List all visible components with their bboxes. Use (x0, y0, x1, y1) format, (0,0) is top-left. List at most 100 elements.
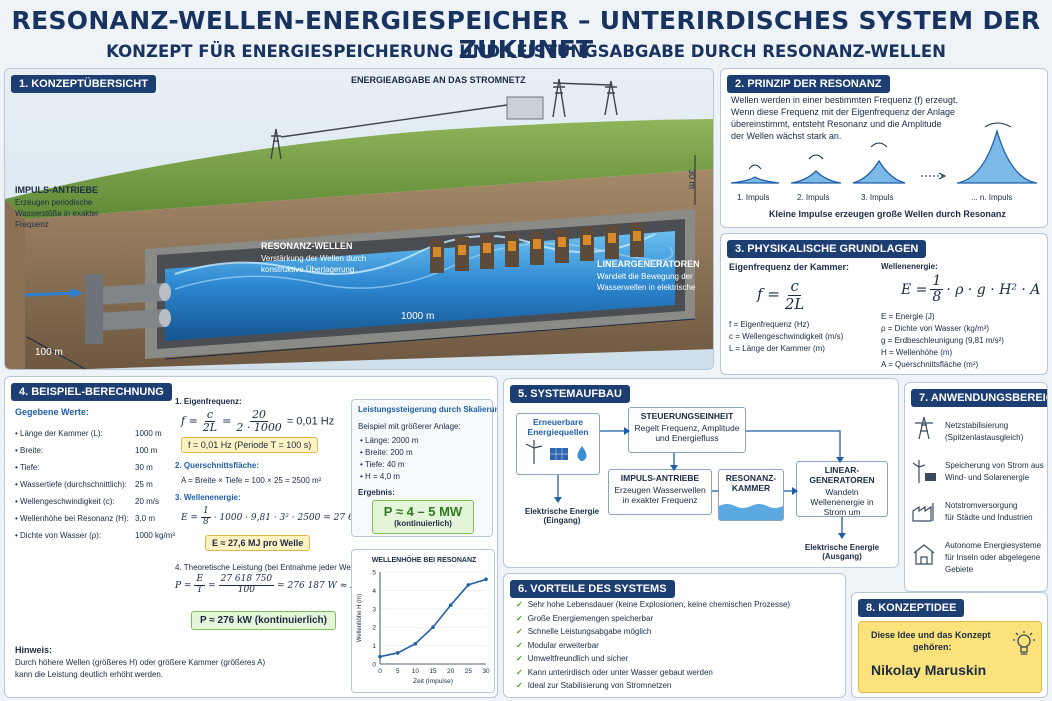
step4-result-box: P ≈ 276 kW (kontinuierlich) (191, 611, 336, 630)
given-value-label: • Tiefe: (15, 463, 40, 472)
grid-output-label: ENERGIEABGABE AN DAS STROMNETZ (351, 75, 526, 85)
impulse-step-n: ... n. Impuls (971, 193, 1013, 202)
impuls-drive-text: Erzeugen Wasserwellen in exakter Frequen… (614, 485, 706, 505)
chart-series-line (379, 578, 487, 658)
scaling-result-label: Ergebnis: (358, 488, 395, 497)
app-1-line1: Netzstabilisierung (945, 421, 1009, 430)
chart-y-tick: 3 (372, 606, 376, 613)
control-unit-text: Regelt Frequenz, Amplitude und Energiefl… (634, 423, 740, 443)
physics-panel: 3. PHYSIKALISCHE GRUNDLAGEN Eigenfrequen… (720, 233, 1048, 375)
checkmark-icon: ✓ (516, 667, 523, 677)
chart-x-tick: 5 (396, 668, 400, 675)
underground-illustration (5, 69, 713, 369)
scaling-item-4: • H = 4,0 m (360, 472, 400, 481)
given-value-label: • Breite: (15, 446, 44, 455)
impuls-label-line1: Erzeugen periodische (15, 198, 93, 207)
chart-data-point (448, 603, 453, 607)
resonance-text-2: Wenn diese Frequenz mit der Eigenfrequen… (731, 107, 955, 117)
chart-title: WELLENHÖHE BEI RESONANZ (372, 555, 477, 564)
note-title: Hinweis: (15, 645, 53, 655)
given-value-label: • Wassertiefe (durchschnittlich): (15, 480, 127, 489)
given-value: 20 m/s (135, 497, 160, 506)
scaling-item-1: • Länge: 2000 m (360, 436, 419, 445)
step1-label: 1. Eigenfrequenz: (175, 397, 242, 406)
scaling-title: Leistungssteigerung durch Skalierung (358, 405, 498, 414)
waves-label-title: RESONANZ-WELLEN (261, 241, 353, 251)
linear-generators-title: LINEAR-GENERATOREN (809, 465, 875, 485)
note-line2: kann die Leistung deutlich erhöht werden… (15, 670, 164, 679)
resonance-caption: Kleine Impulse erzeugen große Wellen dur… (769, 209, 1006, 219)
app-2-line2: Wind- und Solarenergie (945, 473, 1030, 482)
advantage-item: ✓Ideal zur Stabilisierung von Stromnetze… (516, 681, 671, 690)
app-4-line1: Autonome Energiesysteme (945, 541, 1042, 550)
chart-x-tick: 30 (482, 668, 490, 675)
given-value-label: • Länge der Kammer (L): (15, 429, 103, 438)
author-name: Nikolay Maruskin (871, 662, 987, 678)
advantages-panel: 6. VORTEILE DES SYSTEMS ✓Sehr hohe Leben… (503, 573, 846, 698)
output-energy-label: Elektrische Energie (Ausgang) (804, 543, 880, 561)
given-value: 1000 m (135, 429, 162, 438)
step4-denominator: 100 (237, 584, 255, 595)
resonance-impulse-waves (730, 122, 1038, 184)
waves-label-line1: Verstärkung der Wellen durch (261, 254, 367, 263)
advantage-text: Umweltfreundlich und sicher (527, 654, 629, 663)
advantage-item: ✓Schnelle Leistungsabgabe möglich (516, 627, 651, 636)
control-unit-title: STEUERUNGSEINHEIT (640, 411, 734, 421)
chart-x-tick: 0 (378, 668, 382, 675)
chart-x-tick: 25 (465, 668, 473, 675)
given-value: 100 m (135, 446, 158, 455)
step3-result-box: E ≈ 27,6 MJ pro Welle (205, 535, 311, 551)
wind-solar-water-icon (525, 440, 587, 464)
checkmark-icon: ✓ (516, 654, 523, 663)
concept-overview-title: 1. KONZEPTÜBERSICHT (11, 75, 156, 93)
physics-title: 3. PHYSIKALISCHE GRUNDLAGEN (727, 240, 927, 258)
chart-x-tick: 15 (429, 668, 437, 675)
given-value: 3,0 m (135, 514, 156, 523)
resonance-chamber-title: RESONANZ-KAMMER (725, 473, 777, 493)
generators-label-line2: Wasserwellen in elektrische (597, 283, 696, 292)
generators-label-title: LINEARGENERATOREN (597, 259, 700, 269)
chart-y-tick: 2 (372, 625, 376, 632)
scaling-result: P ≈ 4 – 5 MW (383, 504, 463, 519)
impuls-drive-box: IMPULS-ANTRIEBE Erzeugen Wasserwellen in… (608, 469, 712, 515)
chamber-water-icon (719, 504, 783, 520)
depth-dimension: 30 m (687, 169, 697, 190)
linear-generators-box: LINEAR-GENERATOREN Wandeln Wellenenergie… (796, 461, 888, 517)
scaling-result-box: P ≈ 4 – 5 MW (kontinuierlich) (372, 500, 474, 534)
chart-y-label: Wellenhöhe H (m) (357, 594, 363, 642)
given-values-title: Gegebene Werte: (15, 407, 89, 417)
resonance-text-3: übereinstimmt, entsteht Resonanz und die… (731, 119, 942, 129)
chart-y-tick: 1 (372, 643, 376, 650)
chart-data-point (484, 577, 488, 582)
advantage-text: Modular erweiterbar (527, 640, 599, 650)
system-setup-panel: 5. SYSTEMAUFBAU Erneuerbare Energiequell… (503, 378, 899, 568)
width-dimension: 100 m (35, 347, 63, 358)
concept-idea-title: 8. KONZEPTIDEE (858, 599, 965, 617)
checkmark-icon: ✓ (516, 640, 523, 650)
energy-def-2: ρ = Dichte von Wasser (kg/m³) (881, 324, 990, 333)
given-value-label: • Wellenhöhe bei Resonanz (H): (15, 514, 129, 523)
scaling-result-sub: (kontinuierlich) (394, 519, 452, 528)
app-4-line2: für Inseln oder abgelegene (945, 553, 1041, 562)
house-icon (913, 544, 935, 565)
step2-equation: A = Breite × Tiefe = 100 × 25 = 2500 m² (181, 476, 322, 485)
resonance-text-4: der Wellen wächst stark an. (731, 131, 842, 141)
chart-y-tick: 0 (372, 662, 376, 669)
renewable-sources-label: Erneuerbare Energiequellen (527, 417, 589, 437)
chart-data-point (378, 654, 382, 659)
chart-x-label: Zeit (Impulse) (413, 678, 453, 685)
checkmark-icon: ✓ (516, 627, 523, 636)
advantage-text: Kann unterirdisch oder unter Wasser geba… (527, 667, 713, 677)
generators-label-line1: Wandelt die Bewegung der (597, 272, 693, 281)
concept-overview-panel: 1. KONZEPTÜBERSICHT ENERGIEABGABE AN DAS… (4, 68, 714, 370)
resonance-principle-title: 2. PRINZIP DER RESONANZ (727, 75, 890, 93)
linear-generators-text: Wandeln Wellenenergie in Strom um (810, 487, 874, 517)
chart-x-tick: 10 (412, 668, 420, 675)
advantage-text: Ideal zur Stabilisierung von Stromnetzen (527, 681, 672, 690)
advantage-item: ✓ Kann unterirdisch oder unter Wasser geb… (516, 668, 713, 677)
author-intro-2: gehören: (913, 642, 952, 652)
eigen-def-2: c = Wellengeschwindigkeit (m/s) (729, 332, 844, 341)
scaling-intro: Beispiel mit größerer Anlage: (358, 422, 461, 431)
